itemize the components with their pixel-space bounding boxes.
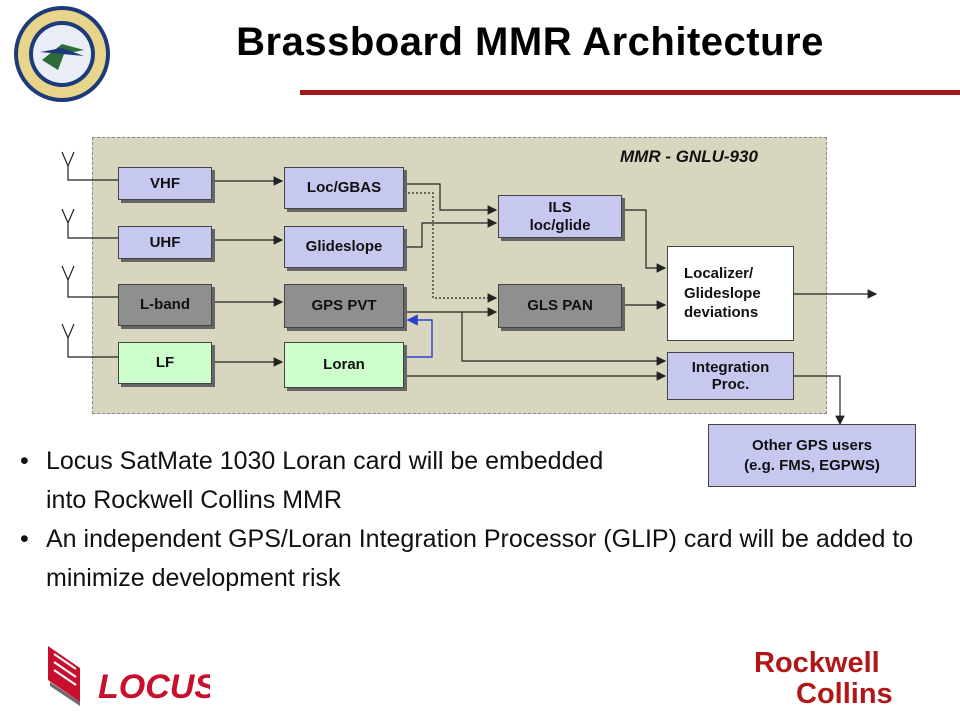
bullet-text: Locus SatMate 1030 Loran card will be em… [46, 447, 604, 514]
bullet-list: • Locus SatMate 1030 Loran card will be … [20, 442, 940, 598]
vhf-label: VHF [150, 174, 180, 192]
svg-text:Rockwell: Rockwell [754, 647, 880, 679]
loc-gbas-block: Loc/GBAS [284, 167, 404, 209]
gps-pvt-block: GPS PVT [284, 284, 404, 328]
other-gps-label-line1: Other GPS users [751, 437, 873, 454]
panel-label: MMR - GNLU-930 [620, 147, 758, 166]
loran-label: Loran [323, 356, 365, 374]
ils-label-line2: loc/glide [529, 216, 591, 234]
bullet-item: • An independent GPS/Loran Integration P… [20, 520, 946, 598]
feedback-arrow [404, 314, 433, 358]
integration-block: Integration Proc. [667, 352, 794, 400]
uhf-block: UHF [118, 226, 212, 259]
integration-label-line2: Proc. [711, 376, 750, 393]
localizer-block: Localizer/ Glideslope deviations [667, 246, 794, 341]
loc-gbas-label: Loc/GBAS [306, 179, 382, 197]
rockwell-collins-logo: Rockwell Collins [754, 647, 893, 707]
svg-text:Collins: Collins [796, 678, 893, 707]
lband-block: L-band [118, 284, 212, 326]
loran-block: Loran [284, 342, 404, 388]
uhf-label: UHF [149, 233, 181, 251]
lf-block: LF [118, 342, 212, 384]
bullet-icon: • [20, 447, 29, 475]
other-gps-users-block: Other GPS users (e.g. FMS, EGPWS) [708, 424, 916, 487]
antenna-icon [61, 208, 118, 239]
locus-logo: LOCUS [48, 646, 210, 706]
gps-pvt-label: GPS PVT [311, 297, 377, 315]
bullet-item: • Locus SatMate 1030 Loran card will be … [20, 442, 616, 520]
other-gps-label-line2: (e.g. FMS, EGPWS) [744, 456, 880, 474]
vhf-block: VHF [118, 167, 212, 200]
gls-pan-block: GLS PAN [498, 284, 622, 328]
integration-label-line1: Integration [691, 358, 770, 376]
bullet-icon: • [20, 525, 29, 553]
localizer-label-line1: Localizer/ [684, 265, 754, 283]
page-title: Brassboard MMR Architecture [236, 20, 824, 64]
lf-label: LF [155, 354, 175, 372]
localizer-label-line3: deviations [684, 304, 759, 322]
gls-pan-label: GLS PAN [527, 297, 593, 315]
bullet-text: An independent GPS/Loran Integration Pro… [46, 525, 914, 592]
faa-seal-logo [14, 6, 110, 102]
svg-text:LOCUS: LOCUS [98, 668, 210, 706]
glideslope-block: Glideslope [284, 226, 404, 268]
lband-label: L-band [140, 296, 190, 314]
antenna-icon [61, 151, 118, 181]
antenna-icon [61, 323, 118, 358]
ils-label-line1: ILS [548, 199, 572, 217]
localizer-label-line2: Glideslope [684, 284, 761, 302]
glideslope-label: Glideslope [305, 238, 383, 256]
antenna-icon [61, 265, 118, 298]
title-underline [300, 90, 960, 95]
ils-block: ILS loc/glide [498, 195, 622, 238]
